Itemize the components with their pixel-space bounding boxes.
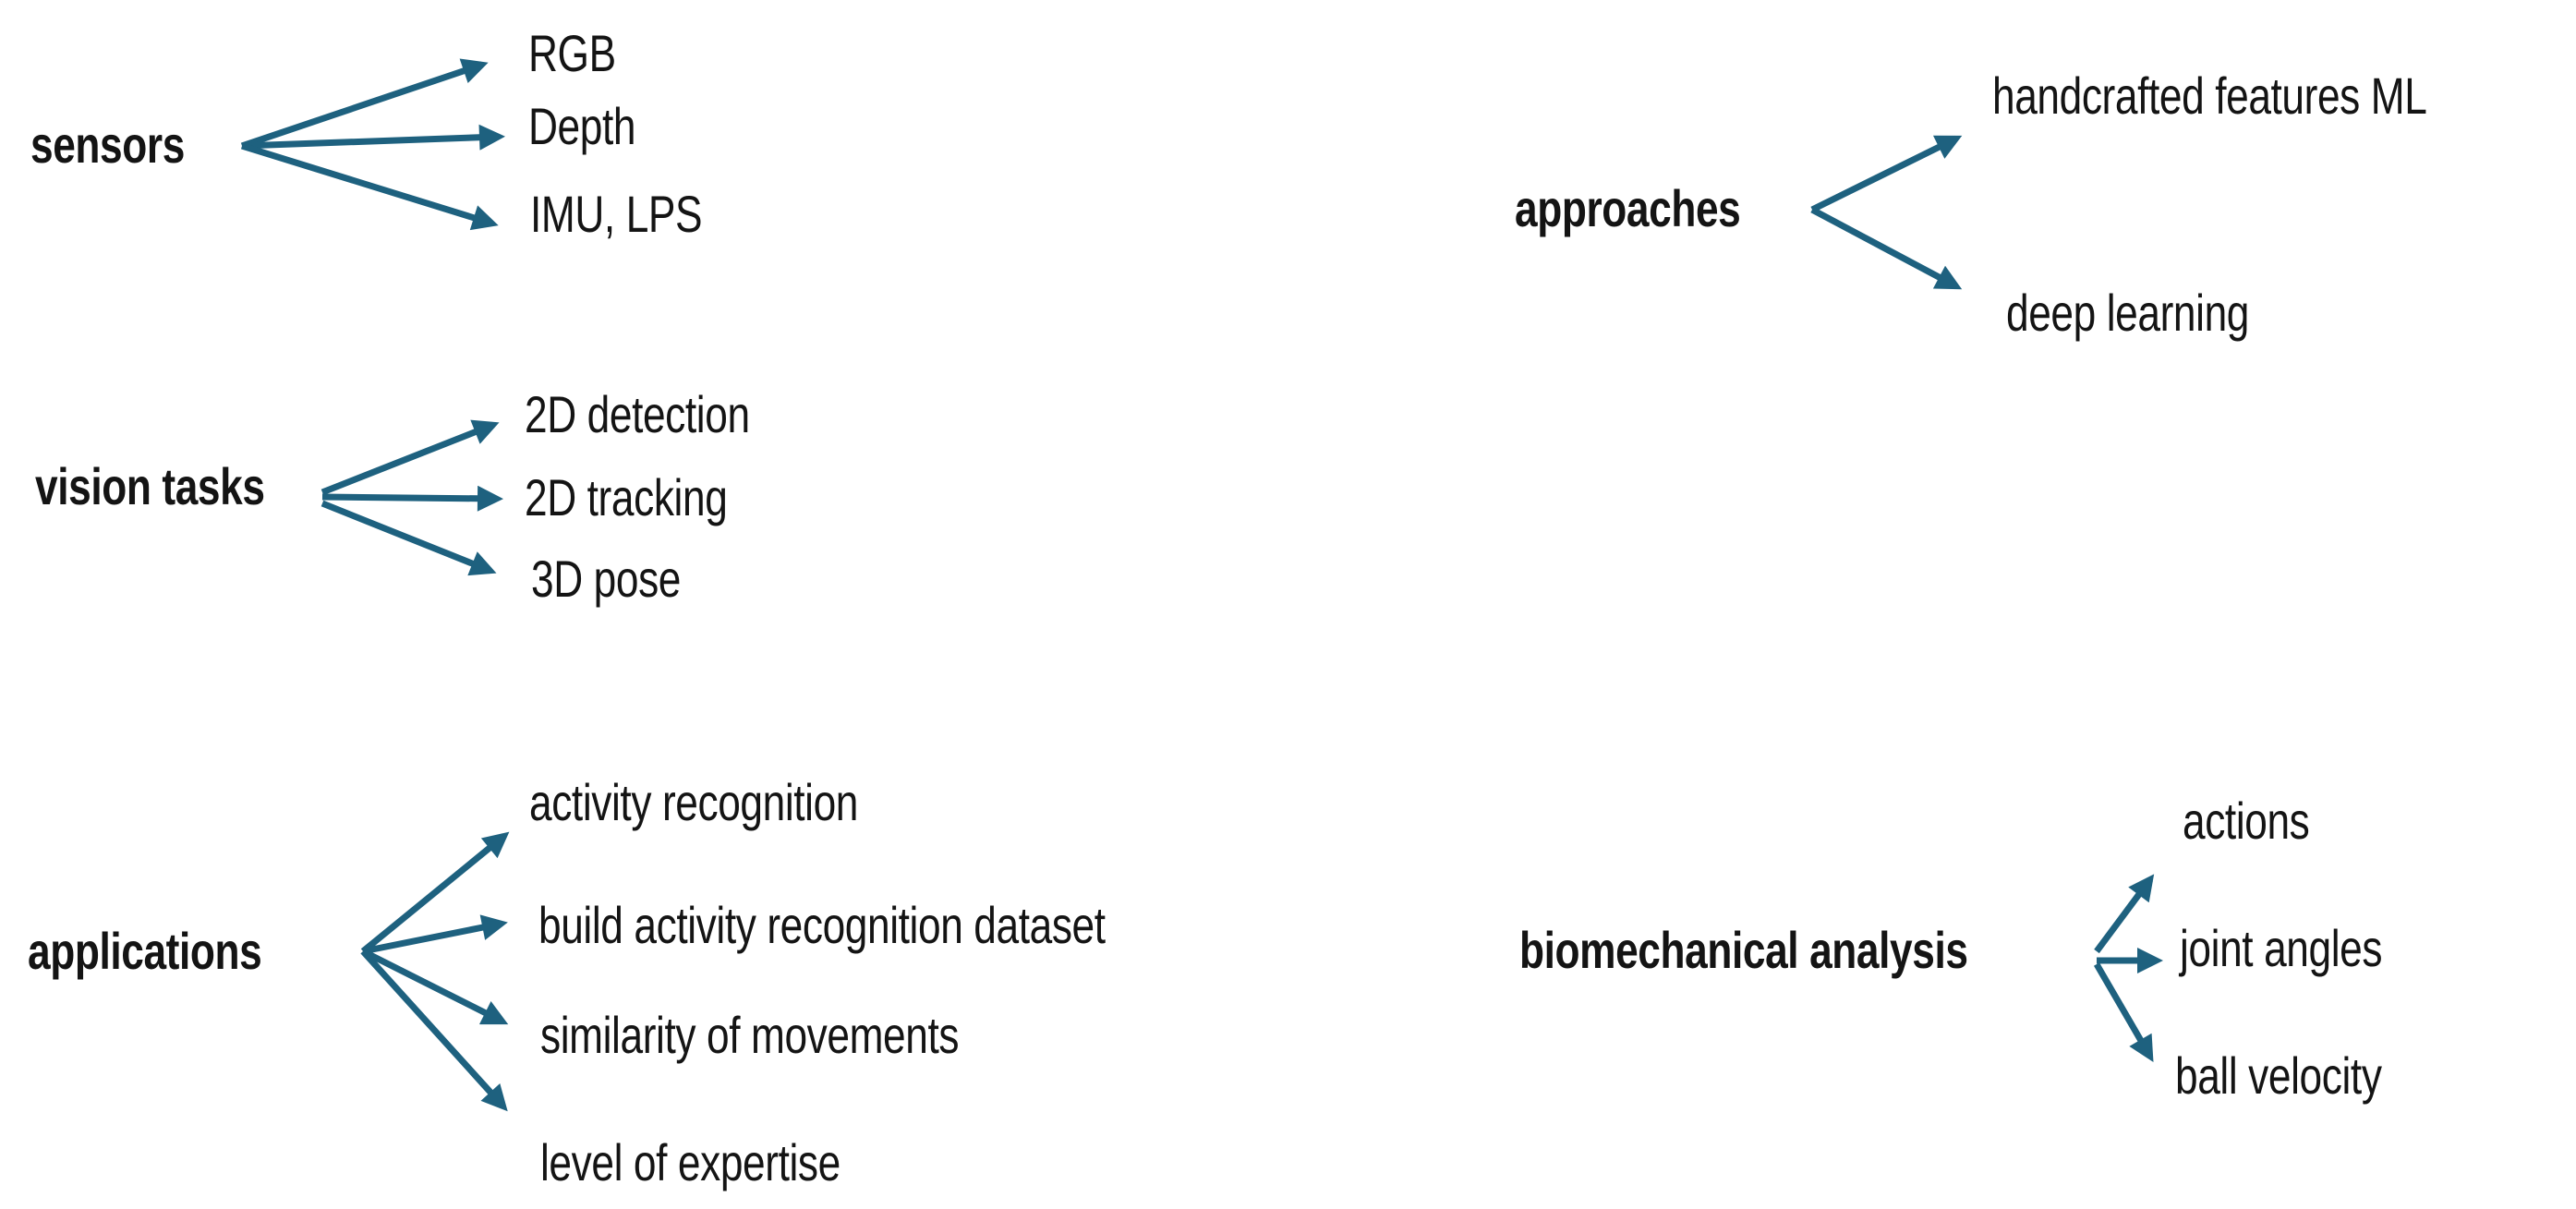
arrow-approaches-deep — [1810, 206, 1963, 290]
arrow-applications-build-dataset — [362, 914, 508, 955]
node-biomechanical-analysis: biomechanical analysis — [1519, 920, 1968, 979]
node-vision-tasks: vision tasks — [35, 456, 265, 515]
leaf-ball-velocity: ball velocity — [2175, 1046, 2382, 1105]
arrow-approaches-handcrafted — [1810, 135, 1963, 213]
arrow-sensors-rgb — [240, 58, 489, 150]
leaf-2d-detection: 2D detection — [525, 384, 750, 443]
arrow-vision-2d-tracking — [321, 485, 503, 512]
leaf-depth: Depth — [528, 96, 636, 155]
arrow-biomech-actions — [2094, 874, 2155, 954]
leaf-actions: actions — [2183, 791, 2310, 850]
leaf-3d-pose: 3D pose — [531, 549, 682, 608]
arrow-sensors-imu-lps — [240, 142, 499, 231]
leaf-deep-learning: deep learning — [2006, 283, 2249, 342]
arrow-vision-3d-pose — [320, 500, 497, 576]
leaf-handcrafted-features-ml: handcrafted features ML — [1992, 66, 2427, 125]
leaf-joint-angles: joint angles — [2180, 918, 2383, 977]
node-approaches: approaches — [1515, 178, 1741, 237]
node-sensors: sensors — [30, 115, 185, 174]
arrow-applications-similarity — [361, 948, 509, 1025]
arrow-sensors-depth — [241, 124, 505, 151]
leaf-similarity-of-movements: similarity of movements — [540, 1005, 960, 1064]
leaf-imu-lps: IMU, LPS — [530, 184, 703, 243]
arrow-applications-activity-recognition — [360, 831, 510, 954]
arrow-vision-2d-detection — [320, 419, 500, 496]
leaf-build-activity-dataset: build activity recognition dataset — [538, 895, 1106, 954]
leaf-activity-recognition: activity recognition — [529, 772, 859, 831]
node-applications: applications — [28, 921, 262, 980]
arrow-applications-expertise — [360, 949, 508, 1112]
arrow-biomech-ball-velocity — [2093, 962, 2154, 1063]
leaf-level-of-expertise: level of expertise — [540, 1132, 841, 1191]
leaf-2d-tracking: 2D tracking — [525, 467, 728, 526]
leaf-rgb: RGB — [528, 23, 616, 82]
